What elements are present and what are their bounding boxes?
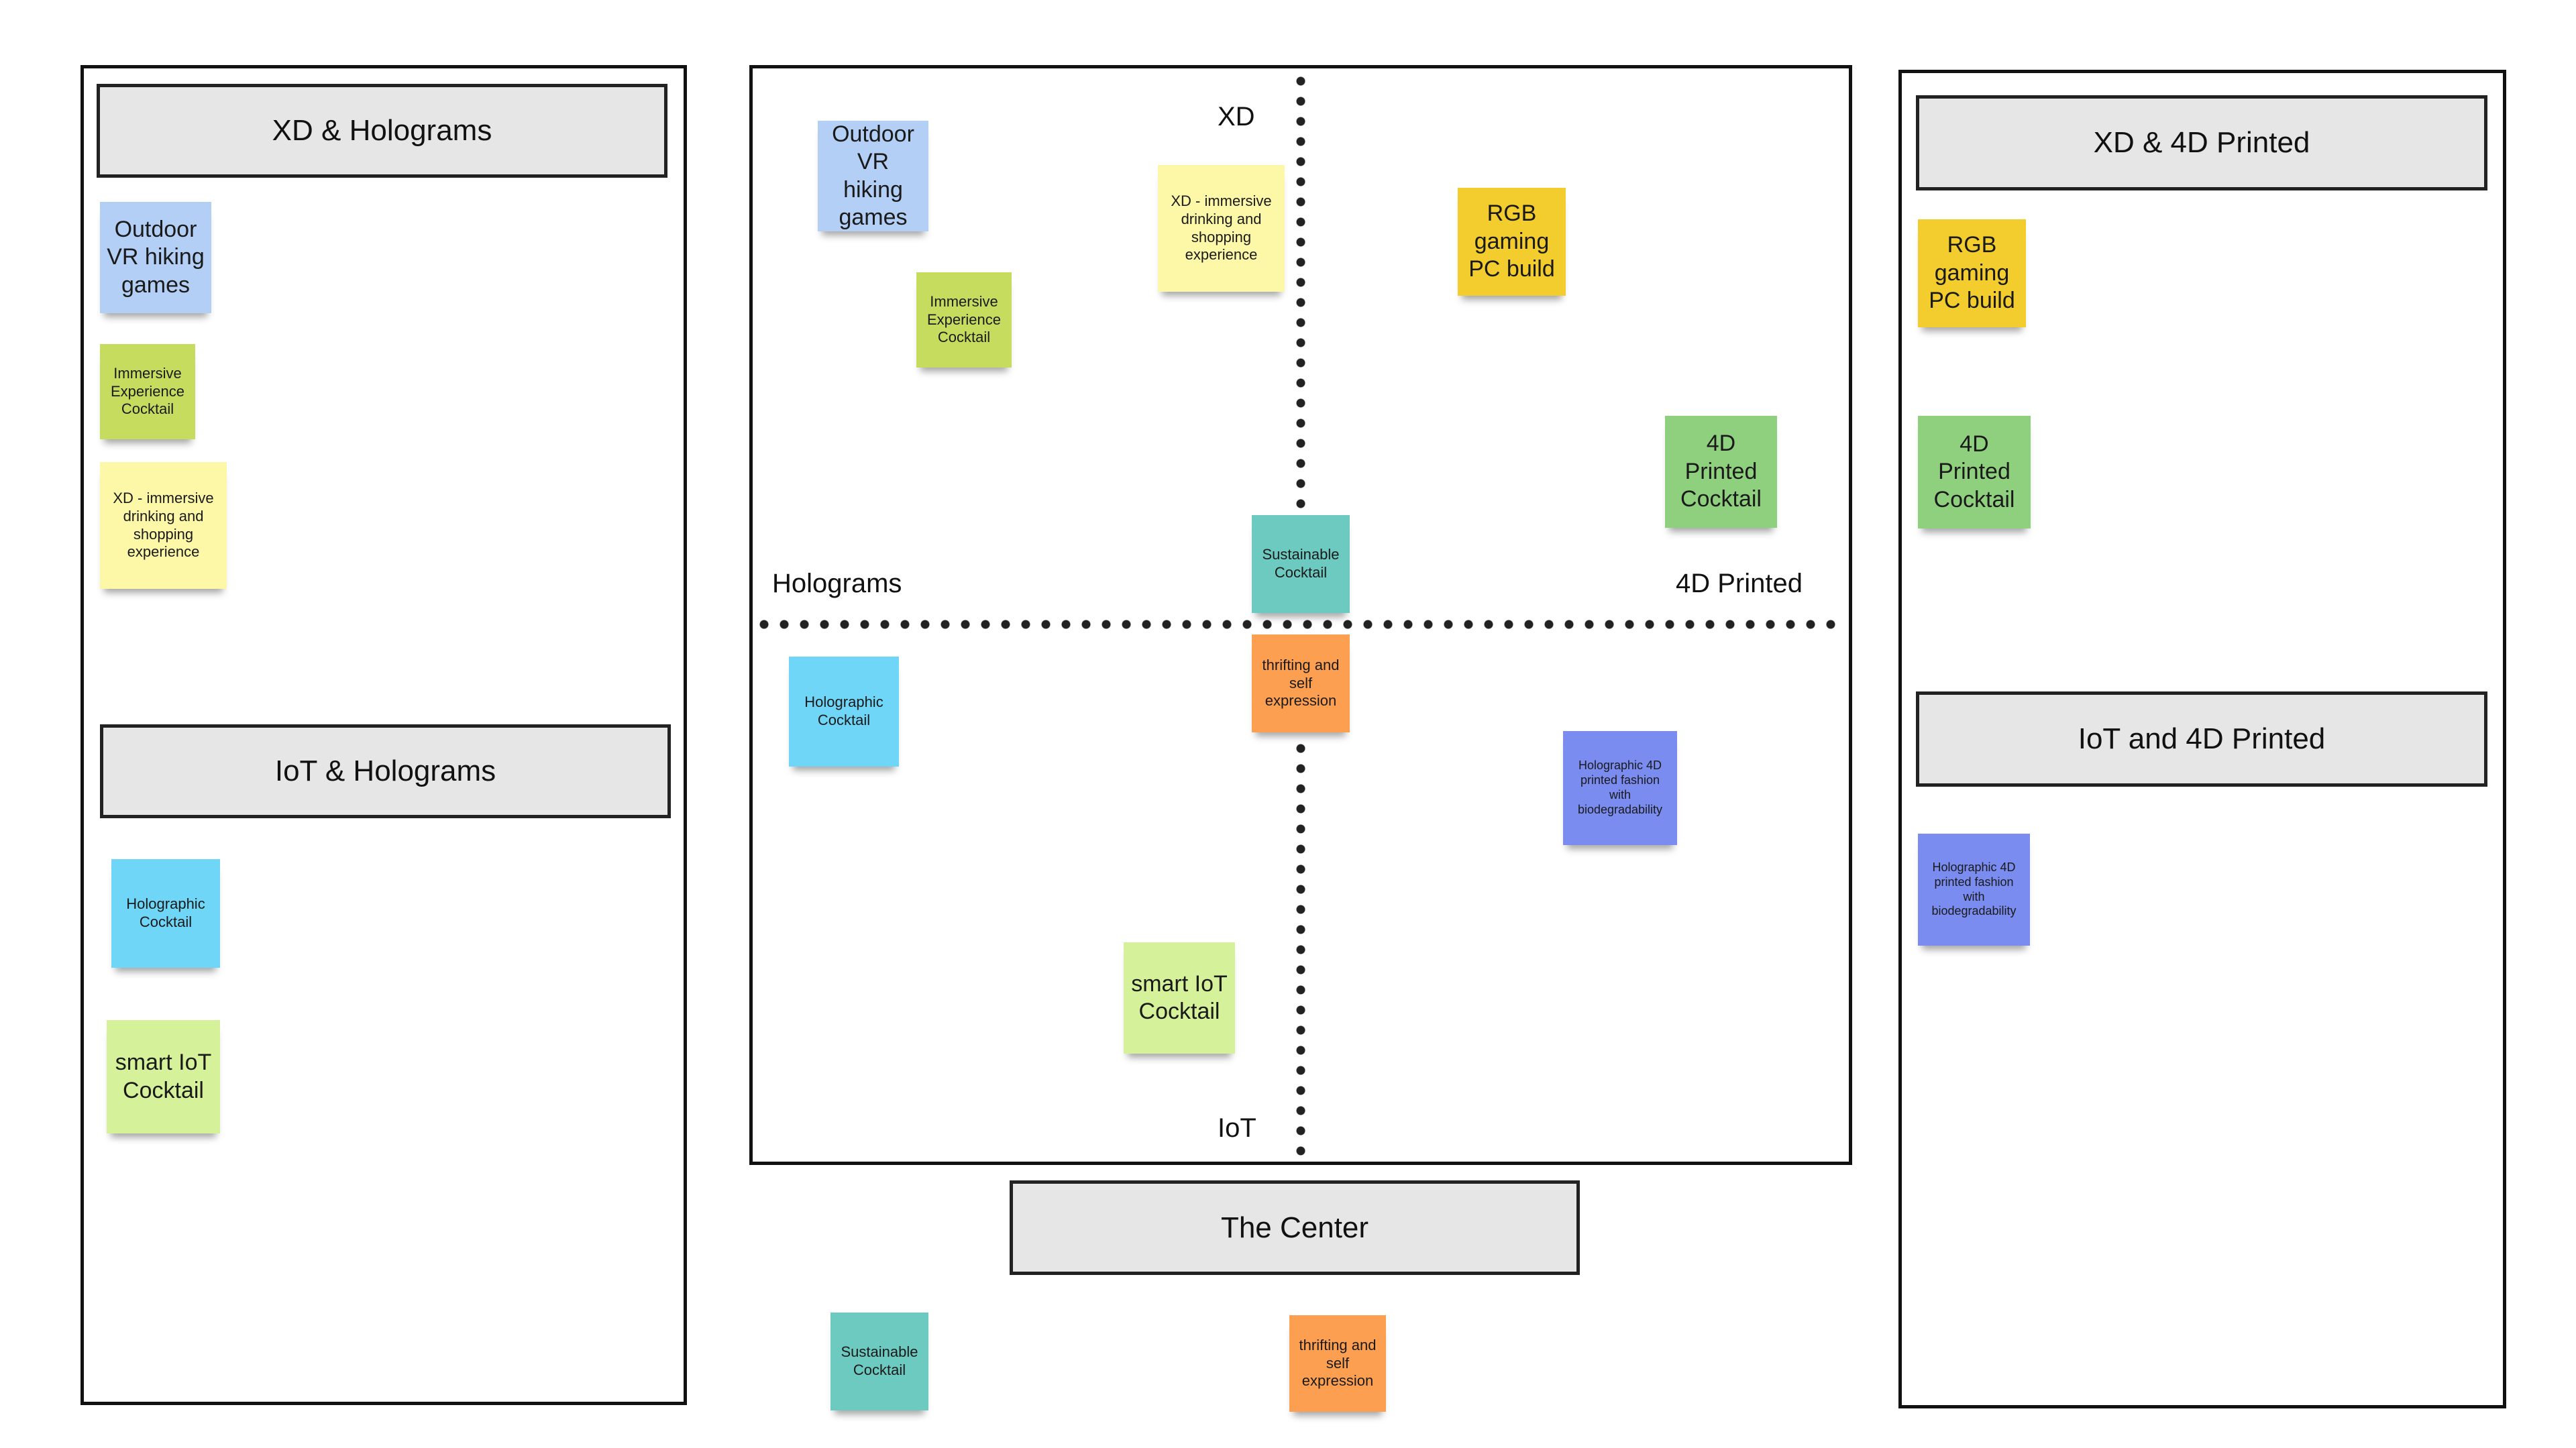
vertical-axis-dotted-line-bottom: [1296, 738, 1305, 1161]
horizontal-axis-dotted-line: [754, 620, 1844, 629]
sticky-xd-immersive-left[interactable]: XD - immersive drinking and shopping exp…: [100, 462, 227, 589]
sticky-smart-iot-left[interactable]: smart IoT Cocktail: [107, 1020, 220, 1133]
iot-holograms-header[interactable]: IoT & Holograms: [100, 724, 671, 818]
vertical-axis-dotted-line-top: [1296, 71, 1305, 519]
sticky-4d-printed-cocktail-center[interactable]: 4D Printed Cocktail: [1665, 416, 1777, 528]
sticky-holographic-fashion-center[interactable]: Holographic 4D printed fashion with biod…: [1563, 731, 1677, 845]
sticky-4d-printed-cocktail-right[interactable]: 4D Printed Cocktail: [1918, 416, 2031, 528]
xd-holograms-header[interactable]: XD & Holograms: [97, 84, 667, 178]
sticky-holographic-cocktail-left[interactable]: Holographic Cocktail: [111, 859, 220, 968]
sticky-immersive-cocktail-left[interactable]: Immersive Experience Cocktail: [100, 344, 195, 439]
iot-4d-printed-header[interactable]: IoT and 4D Printed: [1916, 691, 2487, 787]
sticky-thrifting-bottom[interactable]: thrifting and self expression: [1289, 1315, 1386, 1412]
sticky-xd-immersive-center[interactable]: XD - immersive drinking and shopping exp…: [1158, 165, 1285, 292]
axis-label-xd: XD: [1218, 102, 1255, 131]
sticky-immersive-cocktail-center[interactable]: Immersive Experience Cocktail: [916, 272, 1012, 368]
sticky-outdoor-vr-center[interactable]: Outdoor VR hiking games: [818, 121, 928, 231]
axis-label-iot: IoT: [1218, 1113, 1256, 1143]
sticky-outdoor-vr-left[interactable]: Outdoor VR hiking games: [100, 202, 211, 313]
sticky-thrifting-center[interactable]: thrifting and self expression: [1252, 634, 1350, 732]
the-center-header[interactable]: The Center: [1010, 1180, 1580, 1275]
axis-label-holograms: Holograms: [772, 569, 902, 598]
sticky-sustainable-cocktail-center[interactable]: Sustainable Cocktail: [1252, 515, 1350, 613]
xd-4d-printed-header[interactable]: XD & 4D Printed: [1916, 95, 2487, 190]
sticky-smart-iot-center[interactable]: smart IoT Cocktail: [1124, 942, 1235, 1054]
sticky-sustainable-cocktail-bottom[interactable]: Sustainable Cocktail: [830, 1313, 928, 1410]
axis-label-4d-printed: 4D Printed: [1676, 569, 1803, 598]
sticky-holographic-fashion-right[interactable]: Holographic 4D printed fashion with biod…: [1918, 834, 2030, 946]
sticky-holographic-cocktail-center[interactable]: Holographic Cocktail: [789, 657, 899, 767]
sticky-rgb-gaming-center[interactable]: RGB gaming PC build: [1458, 188, 1566, 296]
sticky-rgb-gaming-right[interactable]: RGB gaming PC build: [1918, 219, 2026, 327]
